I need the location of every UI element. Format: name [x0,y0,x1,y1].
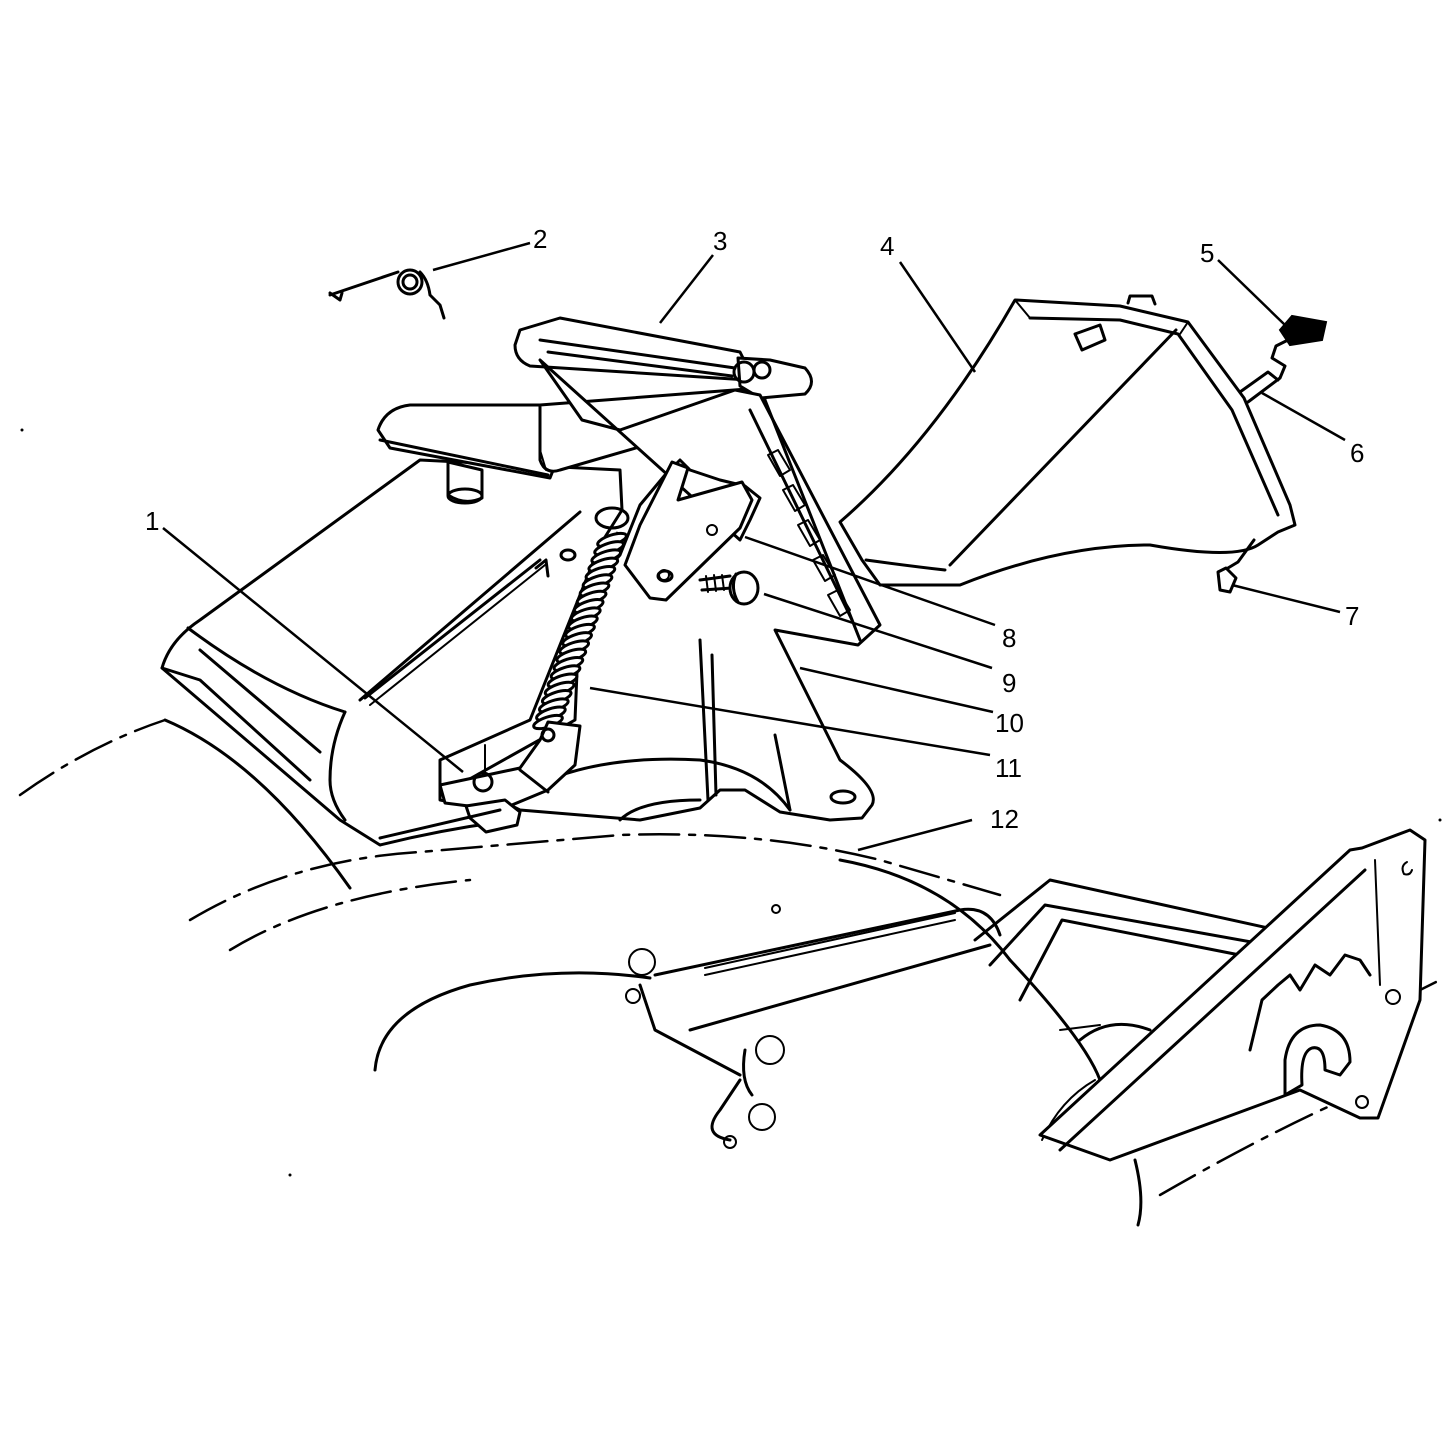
hinge-rod [513,316,813,400]
latch-rod [1238,338,1290,404]
hinge-pin [358,506,674,702]
callout-5: 5 [1200,238,1214,268]
grass-chute [838,294,1297,587]
rear-tray [973,878,1302,1042]
wing-screw [1216,566,1238,594]
callout-8: 8 [1002,623,1016,653]
torsion-spring [328,268,446,320]
callout-11: 11 [995,753,1022,783]
callout-9: 9 [1002,668,1016,698]
callout-6: 6 [1350,438,1364,468]
spring-bracket [378,720,582,840]
stray-dot [20,428,24,432]
latch-knob [1278,314,1328,347]
stray-dot [1438,818,1442,822]
bolt [698,570,760,606]
discharge-door [160,458,624,847]
callout-3: 3 [713,226,727,256]
stray-dot [288,1173,292,1177]
callout-1: 1 [145,506,159,536]
extension-spring [532,531,628,731]
callouts: 1 2 3 4 5 6 7 8 9 10 11 12 [145,224,1364,834]
leader-lines [162,241,1346,852]
callout-7: 7 [1345,601,1359,631]
callout-4: 4 [880,231,894,261]
callout-10: 10 [995,708,1024,738]
callout-12: 12 [990,804,1019,834]
mower-housing [18,718,1442,1227]
deck-plate [373,907,1002,1149]
height-adjust-bracket [1038,828,1427,1162]
callout-2: 2 [533,224,547,254]
